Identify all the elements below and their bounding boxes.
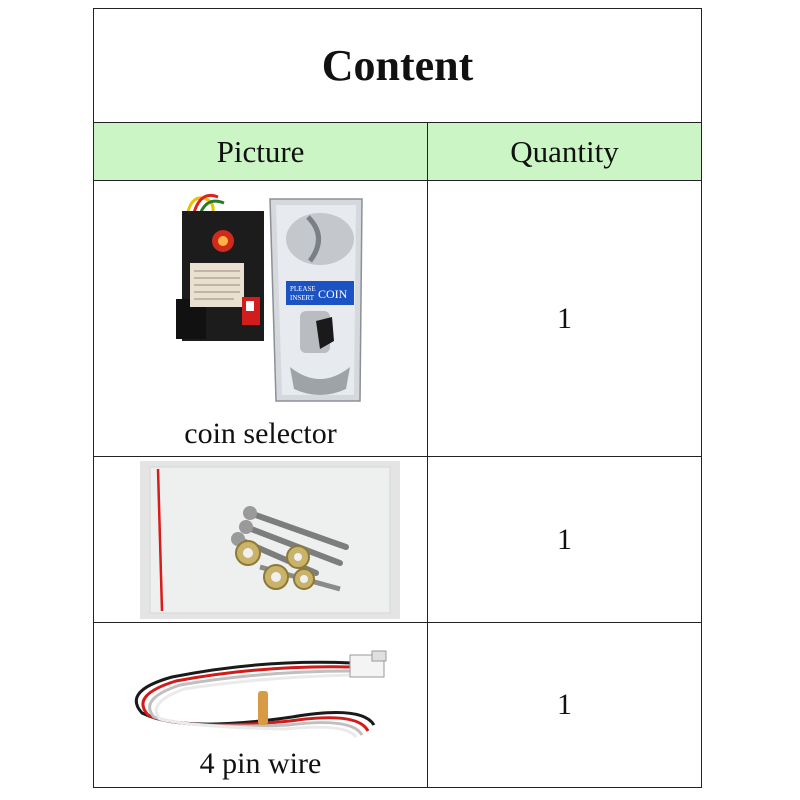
- table-title-row: Content: [94, 9, 701, 123]
- label-insert: INSERT: [290, 294, 315, 302]
- four-pin-wire-harness-photo: [134, 650, 387, 739]
- content-table: Content Picture Quantity: [93, 8, 702, 788]
- label-coin: COIN: [318, 287, 348, 301]
- quantity-screws: 1: [557, 522, 572, 556]
- table-title: Content: [321, 41, 474, 90]
- caption-coin-selector: coin selector: [184, 417, 337, 450]
- header-quantity: Quantity: [510, 133, 619, 169]
- caption-wire: 4 pin wire: [199, 747, 322, 780]
- quantity-coin-selector: 1: [557, 301, 572, 335]
- table-header-row: Picture Quantity: [94, 123, 701, 181]
- coin-selector-photo: PLEASE INSERT COIN: [176, 194, 363, 402]
- table-row-screws: 1: [94, 457, 701, 623]
- quantity-wire: 1: [557, 688, 572, 721]
- column-divider: [427, 123, 428, 787]
- label-please-insert: PLEASE: [290, 285, 316, 293]
- table-row-wire: 4 pin wire 1: [94, 623, 701, 787]
- screws-and-nuts-bag-photo: [140, 461, 400, 619]
- header-picture: Picture: [216, 133, 305, 169]
- table-row-coin-selector: PLEASE INSERT COIN coin selector 1: [94, 181, 701, 457]
